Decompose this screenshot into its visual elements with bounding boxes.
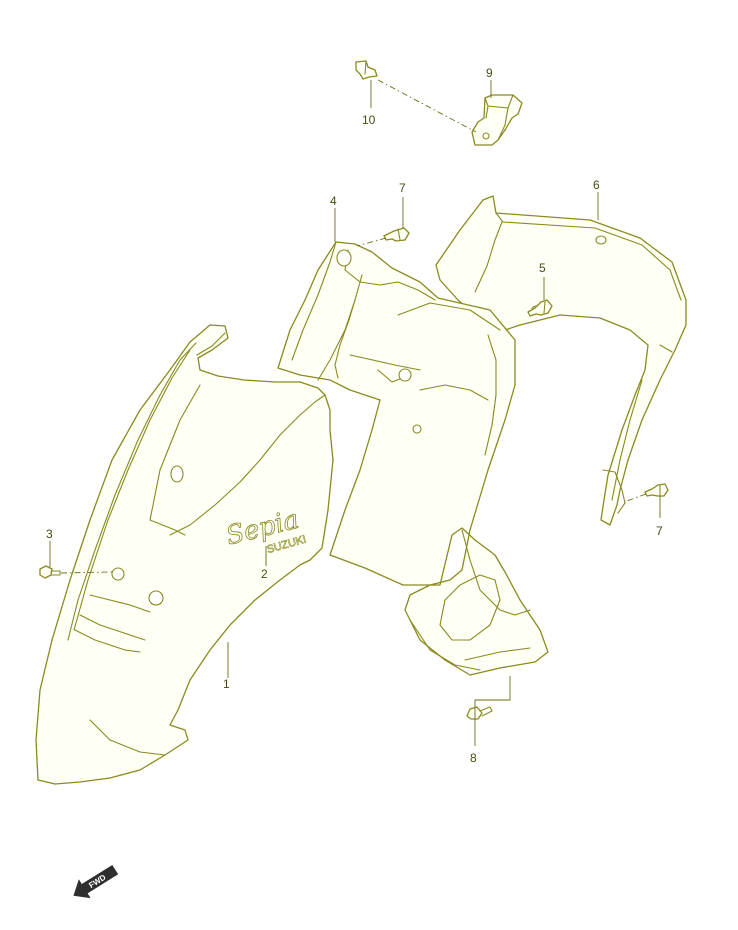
part-1-front-fender	[35, 324, 334, 785]
callout-7-top: 7	[399, 181, 406, 195]
part-10-screw	[355, 60, 378, 80]
part-3-screw	[39, 565, 61, 579]
part-7-screw-right	[644, 483, 669, 497]
leader-7-right-dash	[623, 493, 647, 503]
callout-1: 1	[223, 677, 230, 691]
leader-7-top-dash	[356, 237, 387, 247]
part-8-screw	[466, 706, 493, 720]
fwd-direction-marker: FWD	[73, 864, 119, 899]
leader-8	[474, 676, 511, 746]
callout-9: 9	[486, 66, 493, 80]
callout-10: 10	[362, 113, 376, 127]
callout-8: 8	[470, 751, 477, 765]
part-4-inner-shield	[277, 241, 549, 676]
callout-3: 3	[46, 527, 53, 541]
part-7-screw-top	[383, 227, 410, 242]
callout-5: 5	[539, 261, 546, 275]
leader-10-to-9	[377, 79, 477, 133]
callout-2: 2	[261, 567, 268, 581]
callout-numbers: 10 9 7 4 6 5 7 3 2 1 8	[46, 66, 663, 765]
callout-4: 4	[330, 194, 337, 208]
fwd-arrow-icon	[73, 864, 119, 899]
leader-lines	[49, 79, 661, 746]
callout-6: 6	[593, 178, 600, 192]
part-9-bracket	[471, 94, 523, 146]
callout-7-right: 7	[656, 524, 663, 538]
leader-3-dash	[60, 571, 113, 574]
part-5-screw	[527, 299, 553, 317]
